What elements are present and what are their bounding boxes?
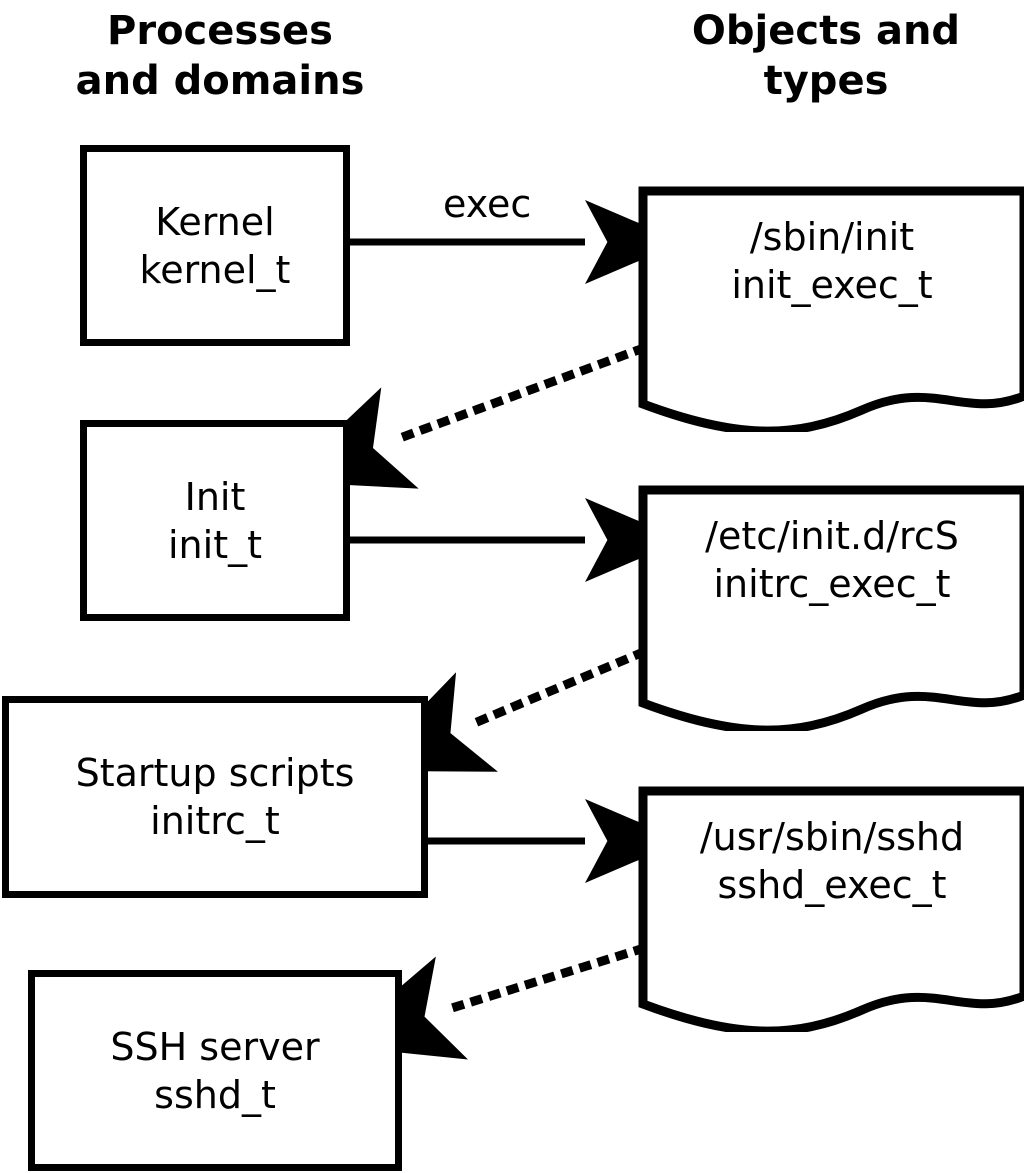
object-path: /usr/sbin/sshd <box>699 815 965 859</box>
process-box-startup-scripts[interactable]: Startup scripts initrc_t <box>2 696 428 898</box>
object-doc-etc-initd-rcs[interactable]: /etc/init.d/rcS initrc_exec_t <box>634 481 1024 731</box>
process-name: Kernel <box>155 199 275 244</box>
edge-initexec-to-init <box>281 343 647 489</box>
object-doc-text: /sbin/init init_exec_t <box>634 213 1024 309</box>
document-shape-icon <box>638 186 1024 432</box>
edge-label-exec: exec <box>443 182 532 226</box>
object-type: init_exec_t <box>731 263 933 307</box>
object-doc-text: /usr/sbin/sshd sshd_exec_t <box>634 813 1024 909</box>
process-box-ssh-server[interactable]: SSH server sshd_t <box>28 970 402 1171</box>
column-header-processes: Processes and domains <box>75 8 365 104</box>
object-type: initrc_exec_t <box>713 562 951 606</box>
process-name: Startup scripts <box>75 751 355 795</box>
object-path: /etc/init.d/rcS <box>705 514 959 558</box>
process-type: sshd_t <box>154 1072 276 1117</box>
document-shape-icon <box>638 786 1024 1032</box>
process-box-kernel[interactable]: Kernel kernel_t <box>80 145 350 346</box>
process-type: initrc_t <box>150 799 280 843</box>
object-path: /sbin/init <box>749 215 915 259</box>
process-name: SSH server <box>110 1024 320 1069</box>
object-type: sshd_exec_t <box>717 863 947 907</box>
process-box-init[interactable]: Init init_t <box>80 420 350 621</box>
process-name: Init <box>184 474 246 519</box>
edge-initrcexec-to-initrc <box>360 647 647 772</box>
object-doc-usr-sbin-sshd[interactable]: /usr/sbin/sshd sshd_exec_t <box>634 782 1024 1032</box>
object-doc-sbin-init[interactable]: /sbin/init init_exec_t <box>634 182 1024 432</box>
object-doc-text: /etc/init.d/rcS initrc_exec_t <box>634 512 1024 608</box>
column-header-objects: Objects and types <box>691 8 961 104</box>
process-type: init_t <box>168 522 262 567</box>
edge-sshdexec-to-sshd <box>331 943 647 1060</box>
document-shape-icon <box>638 485 1024 731</box>
process-type: kernel_t <box>139 247 291 292</box>
